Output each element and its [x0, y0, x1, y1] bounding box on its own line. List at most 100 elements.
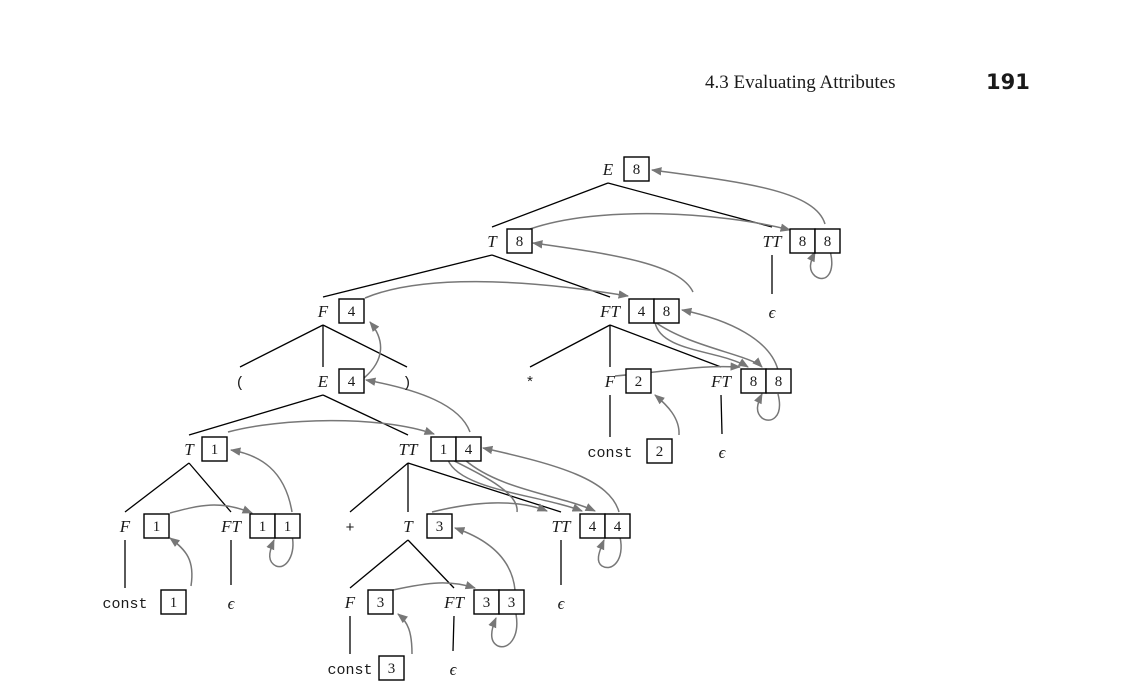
tree-edges [124, 182, 773, 654]
node-label: ϵ [558, 594, 566, 613]
attribute-value: 1 [153, 519, 161, 535]
dependency-arrow [650, 167, 826, 225]
tree-node-eps-ft-a: ϵ [228, 594, 236, 613]
tree-edge [239, 324, 324, 368]
tree-edge [609, 324, 722, 368]
attribute-box [498, 589, 525, 615]
node-label: TT [552, 517, 572, 536]
attribute-box [625, 368, 652, 394]
dependency-arrow [654, 321, 763, 368]
attribute-value: 3 [508, 595, 516, 611]
tree-edge [124, 462, 190, 513]
attribute-value: 8 [824, 234, 832, 250]
tree-node-eps-ft-right: ϵ [719, 443, 727, 462]
dependency-arrow [488, 613, 518, 648]
dependency-arrow [454, 527, 516, 591]
dependency-arrow [531, 240, 694, 293]
dependency-arrow [229, 447, 293, 513]
node-label: FT [443, 593, 465, 612]
attribute-box [160, 589, 187, 615]
tree-node-eps-tt-top: ϵ [769, 303, 777, 322]
section-title: 4.3 Evaluating Attributes [705, 72, 896, 93]
attribute-value: 1 [284, 519, 292, 535]
attribute-box [338, 368, 365, 394]
node-label: F [119, 517, 131, 536]
dependency-arrow [807, 250, 833, 280]
attribute-box [646, 438, 673, 464]
dependency-arrow [447, 459, 583, 512]
tree-node-eps-ft-b: ϵ [450, 660, 458, 679]
tree-edge [188, 462, 232, 513]
dependency-arrow [654, 321, 749, 368]
dependency-arrow [654, 394, 680, 436]
attribute-value: 3 [377, 595, 385, 611]
node-label: FT [220, 517, 242, 536]
attribute-box [430, 436, 457, 462]
node-label: T [184, 440, 195, 459]
attribute-box [338, 298, 365, 324]
tree-node-ft-b: FT 3 3 [443, 589, 525, 615]
attribute-box [201, 436, 228, 462]
tree-edge [407, 539, 455, 589]
attribute-box [367, 589, 394, 615]
dependency-arrow [363, 321, 382, 379]
tree-edge [452, 615, 455, 652]
node-label: T [403, 517, 414, 536]
dependency-arrow [754, 393, 781, 421]
dependency-arrow [680, 307, 779, 371]
attribute-value: 4 [614, 519, 622, 535]
attribute-value: 3 [388, 661, 396, 677]
tree-edge [322, 254, 493, 298]
attribute-box [653, 298, 680, 324]
dependency-arrow [392, 581, 477, 591]
attribute-value: 3 [483, 595, 491, 611]
attribute-box [765, 368, 792, 394]
node-label: const [102, 596, 147, 613]
tree-edge [720, 394, 723, 435]
tree-node-ft-a: FT 1 1 [220, 513, 301, 539]
tree-edge [407, 462, 562, 513]
tree-node-tt-b: TT 4 4 [552, 513, 631, 539]
attribute-value: 1 [440, 442, 448, 458]
tree-edge [349, 462, 409, 513]
page-header: 4.3 Evaluating Attributes 191 [0, 70, 1128, 100]
attribute-box [814, 228, 841, 254]
node-label: ϵ [719, 443, 727, 462]
node-label: E [317, 372, 329, 391]
attribute-box [143, 513, 170, 539]
node-label: ) [402, 375, 411, 392]
attribute-value: 8 [663, 304, 671, 320]
dependency-arrow [364, 280, 630, 299]
attribute-value: 4 [348, 304, 356, 320]
attribute-value: 8 [633, 162, 641, 178]
dependency-arrow [227, 419, 435, 435]
node-label: ( [235, 375, 244, 392]
attribute-box [579, 513, 606, 539]
dependency-arrow [431, 502, 548, 513]
dependency-arrow [266, 534, 294, 568]
dependency-arrow [529, 212, 792, 232]
attribute-value: 4 [638, 304, 646, 320]
attribute-value: 2 [656, 444, 664, 460]
dependency-arrow [397, 613, 413, 655]
tree-edge [322, 324, 408, 368]
dependency-arrow [169, 504, 253, 514]
attribute-value: 1 [259, 519, 267, 535]
attribute-box [455, 436, 482, 462]
attribute-value: 4 [589, 519, 597, 535]
tree-node-rparen: ) [402, 375, 411, 392]
attribute-value: 8 [799, 234, 807, 250]
tree-edge [607, 182, 773, 228]
node-label: * [525, 375, 534, 392]
